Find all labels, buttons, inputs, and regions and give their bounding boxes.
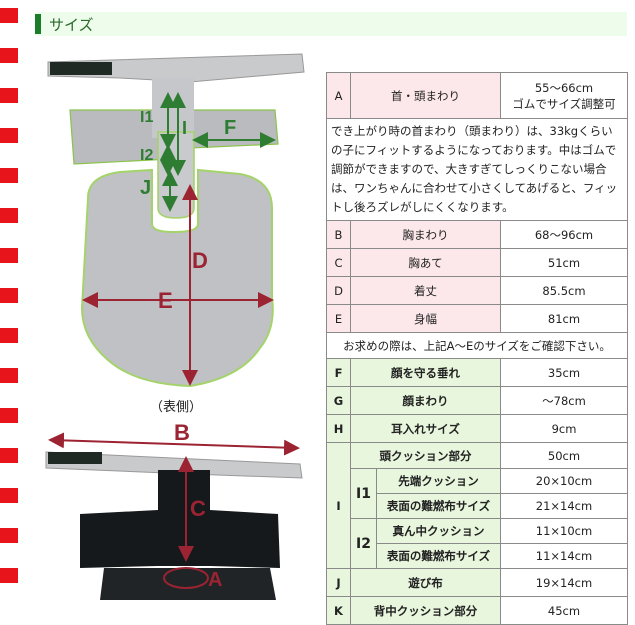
label-E: E: [158, 288, 173, 313]
row-letter: C: [326, 248, 351, 277]
row-letter: J: [326, 568, 351, 597]
row-label: 遊び布: [350, 568, 501, 597]
velcro-strip: [50, 62, 112, 75]
row-letter: K: [326, 596, 351, 625]
label-I1: I1: [140, 109, 153, 126]
section-title: サイズ: [49, 16, 94, 34]
front-view: [47, 53, 305, 388]
table-row-I1-b: 表面の難燃布サイズ 21×14cm: [327, 493, 628, 519]
label-A: A: [208, 569, 222, 591]
table-row-C: C 胸あて 51cm: [326, 248, 628, 277]
row-value: 68〜96cm: [500, 220, 628, 249]
row-letter: H: [326, 414, 351, 443]
table-row-I2-b: 表面の難燃布サイズ 11×14cm: [327, 543, 628, 569]
row-label: 着丈: [350, 276, 501, 305]
table-row-D: D 着丈 85.5cm: [326, 276, 628, 305]
row-value: 20×10cm: [500, 468, 628, 494]
label-I: I: [182, 118, 187, 138]
row-value: 51cm: [500, 248, 628, 277]
row-value: 〜78cm: [500, 386, 628, 415]
row-label: 耳入れサイズ: [350, 414, 501, 443]
table-row-I1-a: I1 先端クッション 20×10cm: [327, 468, 628, 519]
table-row-E: E 身幅 81cm: [326, 304, 628, 333]
row-label: 真ん中クッション: [376, 518, 501, 544]
row-label: 先端クッション: [376, 468, 501, 494]
row-label: 身幅: [350, 304, 501, 333]
row-value: 9cm: [500, 414, 628, 443]
row-value: 55〜66cm ゴムでサイズ調整可: [500, 72, 628, 119]
row-letter: B: [326, 220, 351, 249]
back-measure-arrows: [48, 432, 300, 589]
garment-diagram: I1 I I2 J F D E B C A: [45, 53, 305, 600]
label-D: D: [192, 248, 208, 273]
table-note-A: でき上がり時の首まわり（頭まわり）は、33kgくらいの子にフィットするようになっ…: [326, 118, 628, 221]
front-measure-arrows: [82, 92, 276, 386]
row-label: 表面の難燃布サイズ: [376, 493, 501, 519]
label-F: F: [224, 117, 236, 139]
note-text: でき上がり時の首まわり（頭まわり）は、33kgくらいの子にフィットするようになっ…: [326, 118, 628, 221]
note-text: お求めの際は、上記A〜Eのサイズをご確認下さい。: [326, 332, 628, 359]
table-row-G: G 顔まわり 〜78cm: [326, 386, 628, 415]
label-I2: I2: [140, 147, 153, 164]
row-value: 50cm: [500, 442, 628, 469]
row-label: 首・頭まわり: [350, 72, 501, 119]
row-letter: D: [326, 276, 351, 305]
row-label: 顔を守る垂れ: [350, 358, 501, 387]
table-row-F: F 顔を守る垂れ 35cm: [326, 358, 628, 387]
row-sub-letter: I1: [350, 468, 377, 519]
row-value: 21×14cm: [500, 493, 628, 519]
table-row-B: B 胸まわり 68〜96cm: [326, 220, 628, 249]
value-line-1: 55〜66cm: [534, 80, 594, 95]
value-line-2: ゴムでサイズ調整可: [512, 96, 616, 111]
size-table: A 首・頭まわり 55〜66cm ゴムでサイズ調整可 でき上がり時の首まわり（頭…: [326, 72, 628, 625]
row-value: 11×14cm: [500, 543, 628, 569]
row-letter: F: [326, 358, 351, 387]
row-letter: G: [326, 386, 351, 415]
label-J: J: [140, 177, 151, 199]
row-label: 胸あて: [350, 248, 501, 277]
label-C: C: [190, 496, 206, 521]
section-header: サイズ: [35, 12, 627, 36]
row-label: 頭クッション部分: [350, 442, 501, 469]
row-letter: I: [326, 442, 351, 569]
table-row-I2-a: I2 真ん中クッション 11×10cm: [327, 518, 628, 569]
table-row-H: H 耳入れサイズ 9cm: [326, 414, 628, 443]
row-value: 85.5cm: [500, 276, 628, 305]
table-row-K: K 背中クッション部分 45cm: [326, 596, 628, 625]
table-row-J: J 遊び布 19×14cm: [326, 568, 628, 597]
row-value: 11×10cm: [500, 518, 628, 544]
red-stripe-decoration: [0, 0, 22, 600]
row-value: 35cm: [500, 358, 628, 387]
row-letter: A: [326, 72, 351, 119]
row-sub-letter: I2: [350, 518, 377, 569]
back-view: [45, 451, 303, 600]
table-note-E: お求めの際は、上記A〜Eのサイズをご確認下さい。: [326, 332, 628, 359]
row-label: 背中クッション部分: [350, 596, 501, 625]
front-caption: （表側）: [150, 400, 203, 415]
row-label: 表面の難燃布サイズ: [376, 543, 501, 569]
row-value: 19×14cm: [500, 568, 628, 597]
row-label: 顔まわり: [350, 386, 501, 415]
row-value: 81cm: [500, 304, 628, 333]
table-row-I: I 頭クッション部分 50cm: [326, 442, 628, 569]
row-label: 胸まわり: [350, 220, 501, 249]
table-row-A: A 首・頭まわり 55〜66cm ゴムでサイズ調整可: [326, 72, 628, 119]
label-B: B: [174, 420, 190, 445]
row-value: 45cm: [500, 596, 628, 625]
row-letter: E: [326, 304, 351, 333]
header-accent-bar: [35, 14, 41, 34]
